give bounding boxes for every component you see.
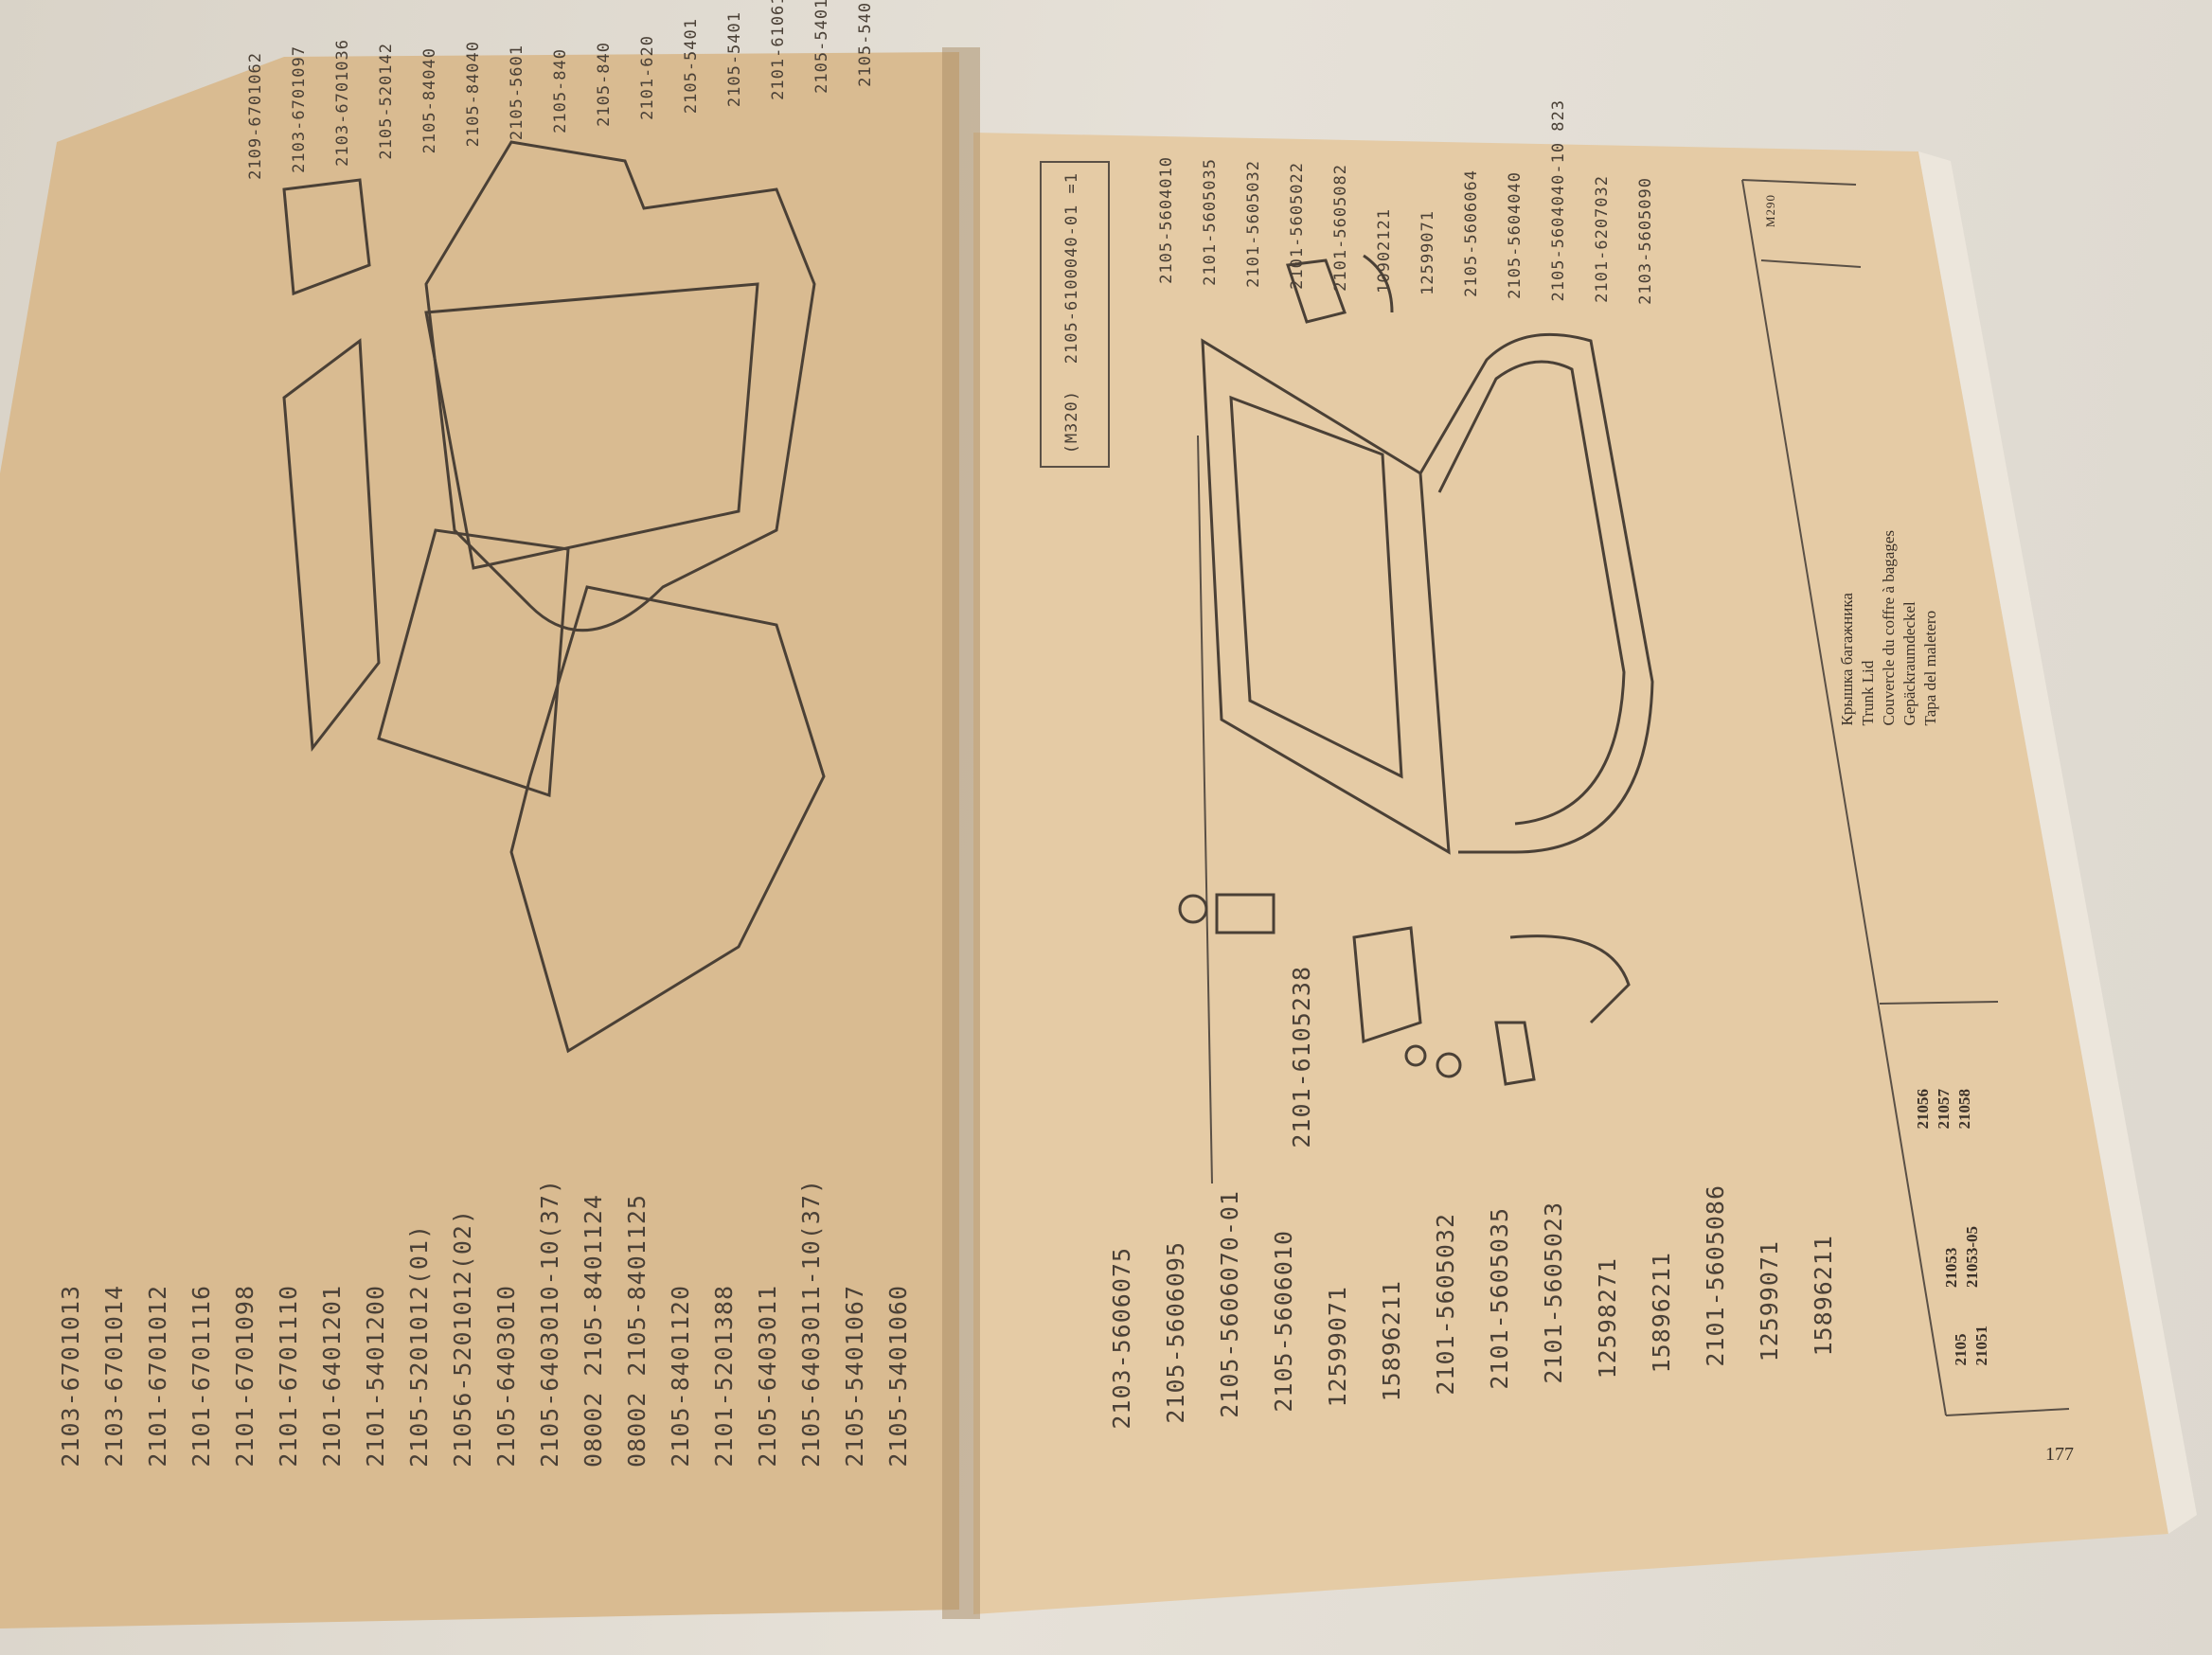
part-number-label: 08002 2105-8401125 [623, 1194, 651, 1468]
model: 2105 [1952, 1333, 1970, 1366]
part-number-label: 21056-5201012(02) [449, 1209, 476, 1468]
part-number-label: 2105-5401060 [884, 1285, 912, 1468]
part-number-label: 2105-8401120 [667, 1285, 694, 1468]
models-col-1: 2105 21051 [1951, 1326, 1992, 1366]
part-number-label: 2105-6403011-10(37) [797, 1179, 825, 1468]
part-number-label: 2101-5605032 [1244, 160, 1263, 288]
part-number-label: 2105-5401 [682, 17, 701, 114]
part-number-label: 2105-6403010-10(37) [536, 1179, 563, 1468]
car-body-diagram [282, 140, 826, 1054]
assembly-code-box: 2105-6100040-01 =1 (M320) [1040, 161, 1110, 468]
model: 21058 [1955, 1089, 1973, 1130]
header-code: M290 [1763, 194, 1777, 228]
part-number-label: 2101-6701110 [275, 1285, 302, 1468]
part-number-label: 2105-520142 [377, 43, 396, 160]
part-number-label: 2105-840 [595, 42, 614, 127]
part-number-label: 2105-5606064 [1462, 169, 1481, 297]
assembly-ref: (M320) [1062, 390, 1081, 454]
assembly-code: 2105-6100040-01 =1 [1062, 172, 1081, 365]
part-number-label: 2103-5605090 [1636, 177, 1655, 305]
model: 21053-05 [1963, 1226, 1981, 1289]
models-col-2: 21053 21053-05 [1941, 1226, 1983, 1288]
part-number-label: 08002 2105-8401124 [580, 1194, 607, 1468]
title-es: Tapa del maletero [1921, 610, 1939, 726]
title-fr: Couvercle du coffre à bagages [1880, 530, 1898, 726]
part-number-label: 2105-5601 [508, 44, 526, 140]
section-title: Крышка багажника Trunk Lid Couvercle du … [1837, 530, 1941, 725]
part-number-label: 2101-5401200 [362, 1285, 389, 1468]
part-number-label: 2103-5606075 [1108, 1247, 1135, 1430]
models-col-3: 21056 21057 21058 [1913, 1089, 1975, 1130]
model: 21053 [1942, 1247, 1960, 1289]
model: 21057 [1935, 1089, 1953, 1130]
part-number-label: 2103-6701013 [57, 1285, 84, 1468]
part-number-label: 2101-5605035 [1201, 158, 1220, 286]
part-number-label: 2105-84040 [420, 46, 439, 153]
part-number-label: 2101-6207032 [1593, 175, 1612, 303]
part-number-label: 2103-6701014 [100, 1285, 128, 1468]
part-number-label: 10902121 [1375, 208, 1394, 294]
part-number-label: 2101-5605032 [1432, 1213, 1459, 1396]
part-number-label: 12599071 [1756, 1239, 1783, 1361]
part-number-label: 2105-5401 [725, 10, 744, 107]
part-number-label: 2101-6701116 [187, 1285, 215, 1468]
table-lines [1197, 179, 2070, 1416]
part-number-label: 12599071 [1418, 210, 1437, 295]
title-en: Trunk Lid [1859, 660, 1877, 726]
part-number-label: 2105-840 [551, 48, 570, 133]
model: 21051 [1972, 1326, 1990, 1366]
part-number-label: 15896211 [1810, 1234, 1837, 1356]
part-number-label: 2103-6701036 [333, 39, 352, 167]
title-de: Gepäckraumdeckel [1900, 601, 1918, 726]
part-number-label: 2105-5401180 [856, 0, 875, 87]
part-number-label: 12599071 [1324, 1285, 1351, 1407]
part-number-label: 2105-5401067 [841, 1285, 868, 1468]
part-number-label: 2105-5606070-01 [1216, 1190, 1243, 1418]
book-spine-shadow [942, 47, 980, 1619]
trunk-lid-diagram [1178, 254, 1654, 1086]
part-number-label: 2101-5605022 [1288, 162, 1307, 290]
part-number-label: 2101-5201388 [710, 1285, 738, 1468]
part-number-label: 2109-6701062 [246, 52, 265, 180]
part-number-label: 15896211 [1648, 1251, 1675, 1373]
page-edge [1918, 151, 2197, 1534]
part-number-label: 2105-6403011 [754, 1285, 781, 1468]
part-number-label: 2101-620 [638, 35, 657, 120]
part-number-label: 2105-84040 [464, 40, 483, 147]
part-number-label: 2101-6106126 [769, 0, 788, 100]
right-page [973, 133, 2168, 1614]
page-number: 177 [2045, 1444, 2074, 1465]
part-number-label: 2101-6701012 [144, 1285, 171, 1468]
part-number-label: 2105-5606010 [1270, 1230, 1297, 1413]
part-label: 2101-6105238 [1288, 966, 1315, 1148]
part-number-label: 2105-6403010 [492, 1285, 520, 1468]
part-number-label: 2101-5605082 [1331, 164, 1350, 292]
part-number-label: 2101-6401201 [318, 1285, 346, 1468]
model: 21056 [1914, 1089, 1932, 1130]
title-ru: Крышка багажника [1838, 593, 1856, 726]
part-number-label: 2105-5604040 [1506, 171, 1525, 299]
part-number-label: 2101-6701098 [231, 1285, 259, 1468]
part-number-label: 15896211 [1378, 1279, 1405, 1401]
part-number-label: 2105-5604010 [1157, 156, 1176, 284]
part-number-label: 2105-5201012(01) [405, 1224, 433, 1468]
part-number-label: 2105-5606095 [1162, 1241, 1189, 1424]
part-number-label: 2101-5605086 [1702, 1184, 1729, 1367]
part-number-label: 2103-6701097 [290, 45, 309, 173]
part-number-label: 2101-5605035 [1486, 1207, 1513, 1390]
left-page [0, 52, 959, 1628]
part-number-label: 2105-5604040-10 823 [1549, 98, 1568, 301]
part-number-label: 2105-5401181 [812, 0, 831, 94]
part-number-label: 12598271 [1594, 1256, 1621, 1379]
part-number-label: 2101-5605023 [1540, 1201, 1567, 1384]
